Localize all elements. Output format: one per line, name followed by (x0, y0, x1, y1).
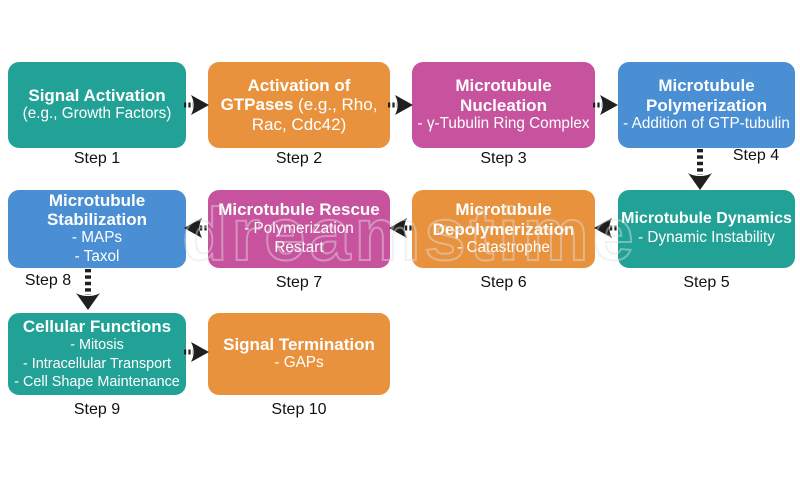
step-2-title: Activation of GTPases (e.g., Rho, Rac, C… (220, 75, 378, 134)
arrow-down-icon (688, 149, 712, 190)
step-4-detail: - Addition of GTP-tubulin (623, 114, 790, 132)
arrow-left-icon (594, 218, 619, 238)
step-6-detail: - Catastrophe (457, 238, 550, 256)
step-8-label: Step 8 (24, 272, 72, 289)
step-3-label: Step 3 (480, 150, 527, 167)
step-2-label: Step 2 (275, 150, 323, 167)
step-6-label: Step 6 (480, 274, 527, 291)
step-5-title: Microtubule Dynamics (621, 210, 792, 228)
step-9-detail: - Mitosis (70, 337, 124, 354)
arrow-right-icon (388, 95, 413, 115)
arrow-right-icon (184, 95, 209, 115)
arrow-left-icon (184, 218, 209, 238)
step-6-title: Microtubule Depolymerization (432, 200, 575, 239)
step-9-detail: - Cell Shape Maintenance (14, 373, 180, 390)
step-1-label: Step 1 (73, 150, 121, 167)
step-9-box: Cellular Functions - Mitosis - Intracell… (8, 313, 186, 395)
step-8-title: Microtubule Stabilization (46, 190, 148, 230)
step-9-label: Step 9 (73, 401, 121, 418)
step-6-box: Microtubule Depolymerization - Catastrop… (412, 190, 595, 268)
arrow-left-icon (389, 218, 414, 238)
step-9-detail: - Intracellular Transport (23, 355, 171, 372)
step-2-box: Activation of GTPases (e.g., Rho, Rac, C… (208, 62, 390, 148)
step-9-title: Cellular Functions (22, 317, 172, 337)
step-10-detail: - GAPs (274, 354, 324, 372)
step-1-title: Signal Activation (28, 85, 166, 105)
step-7-box: Microtubule Rescue - Polymerization Rest… (208, 190, 390, 268)
step-10-label: Step 10 (271, 401, 327, 418)
step-8-box: Microtubule Stabilization - MAPs - Taxol (8, 190, 186, 268)
step-10-title: Signal Termination (223, 334, 375, 354)
step-8-detail: - Taxol (74, 248, 120, 266)
arrow-right-icon (184, 342, 209, 362)
step-7-label: Step 7 (275, 274, 323, 291)
arrow-down-icon (76, 269, 100, 310)
step-8-detail: - MAPs (71, 229, 123, 247)
step-7-title: Microtubule Rescue (218, 200, 380, 220)
step-7-detail: - Polymerization (244, 219, 354, 237)
step-3-title: Microtubule Nucleation (455, 76, 552, 115)
step-1-detail: (e.g., Growth Factors) (22, 105, 172, 123)
step-7-detail: Restart (274, 238, 324, 256)
step-4-title: Microtubule Polymerization (646, 76, 767, 115)
step-5-label: Step 5 (683, 274, 730, 291)
step-3-detail: - γ-Tubulin Ring Complex (417, 114, 590, 132)
step-1-box: Signal Activation (e.g., Growth Factors) (8, 62, 186, 148)
step-5-detail: - Dynamic Instability (638, 228, 775, 246)
step-4-label: Step 4 (732, 147, 780, 164)
step-3-box: Microtubule Nucleation - γ-Tubulin Ring … (412, 62, 595, 148)
step-5-box: Microtubule Dynamics - Dynamic Instabili… (618, 190, 795, 268)
arrow-right-icon (593, 95, 618, 115)
step-10-box: Signal Termination - GAPs (208, 313, 390, 395)
step-4-box: Microtubule Polymerization - Addition of… (618, 62, 795, 148)
